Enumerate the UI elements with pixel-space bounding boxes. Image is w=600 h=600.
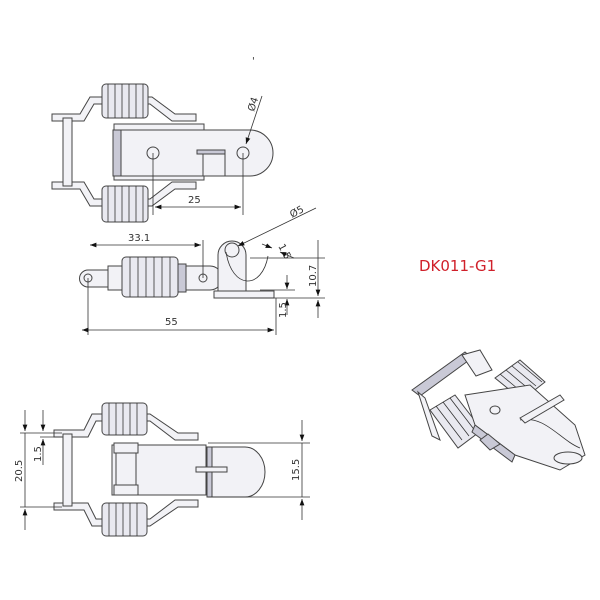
dim-pivot-distance: 33.1 xyxy=(128,233,150,244)
dim-hole-spacing: 25 xyxy=(188,195,201,206)
dim-overall-length: 55 xyxy=(165,317,178,328)
dim-plate-thickness: 1.5 xyxy=(33,446,44,462)
dim-hook-width: 15.5 xyxy=(291,459,302,481)
dim-height: 10.7 xyxy=(308,265,319,287)
dim-hole-diameter: Ø4 xyxy=(245,96,261,113)
upper-spring xyxy=(101,83,149,119)
svg-text:': ' xyxy=(252,56,255,67)
side-view: 33.1 55 10.7 1.5 Ø5 1.5 xyxy=(79,203,325,335)
top-view: 25 Ø4 xyxy=(51,83,274,223)
dim-overall-width: 20.5 xyxy=(14,460,25,482)
lower-spring xyxy=(101,185,149,223)
model-code-label: DK011-G1 xyxy=(419,257,497,275)
dim-wire-thickness: 1.5 xyxy=(275,242,292,261)
bottom-view: 20.5 1.5 15.5 xyxy=(14,402,310,537)
dim-base-thickness: 1.5 xyxy=(278,302,289,318)
side-spring xyxy=(121,256,179,298)
isometric-view xyxy=(411,349,586,471)
dim-eye-diameter: Ø5 xyxy=(288,203,306,220)
bottom-lower-spring xyxy=(101,502,148,537)
bottom-upper-spring xyxy=(101,402,148,436)
